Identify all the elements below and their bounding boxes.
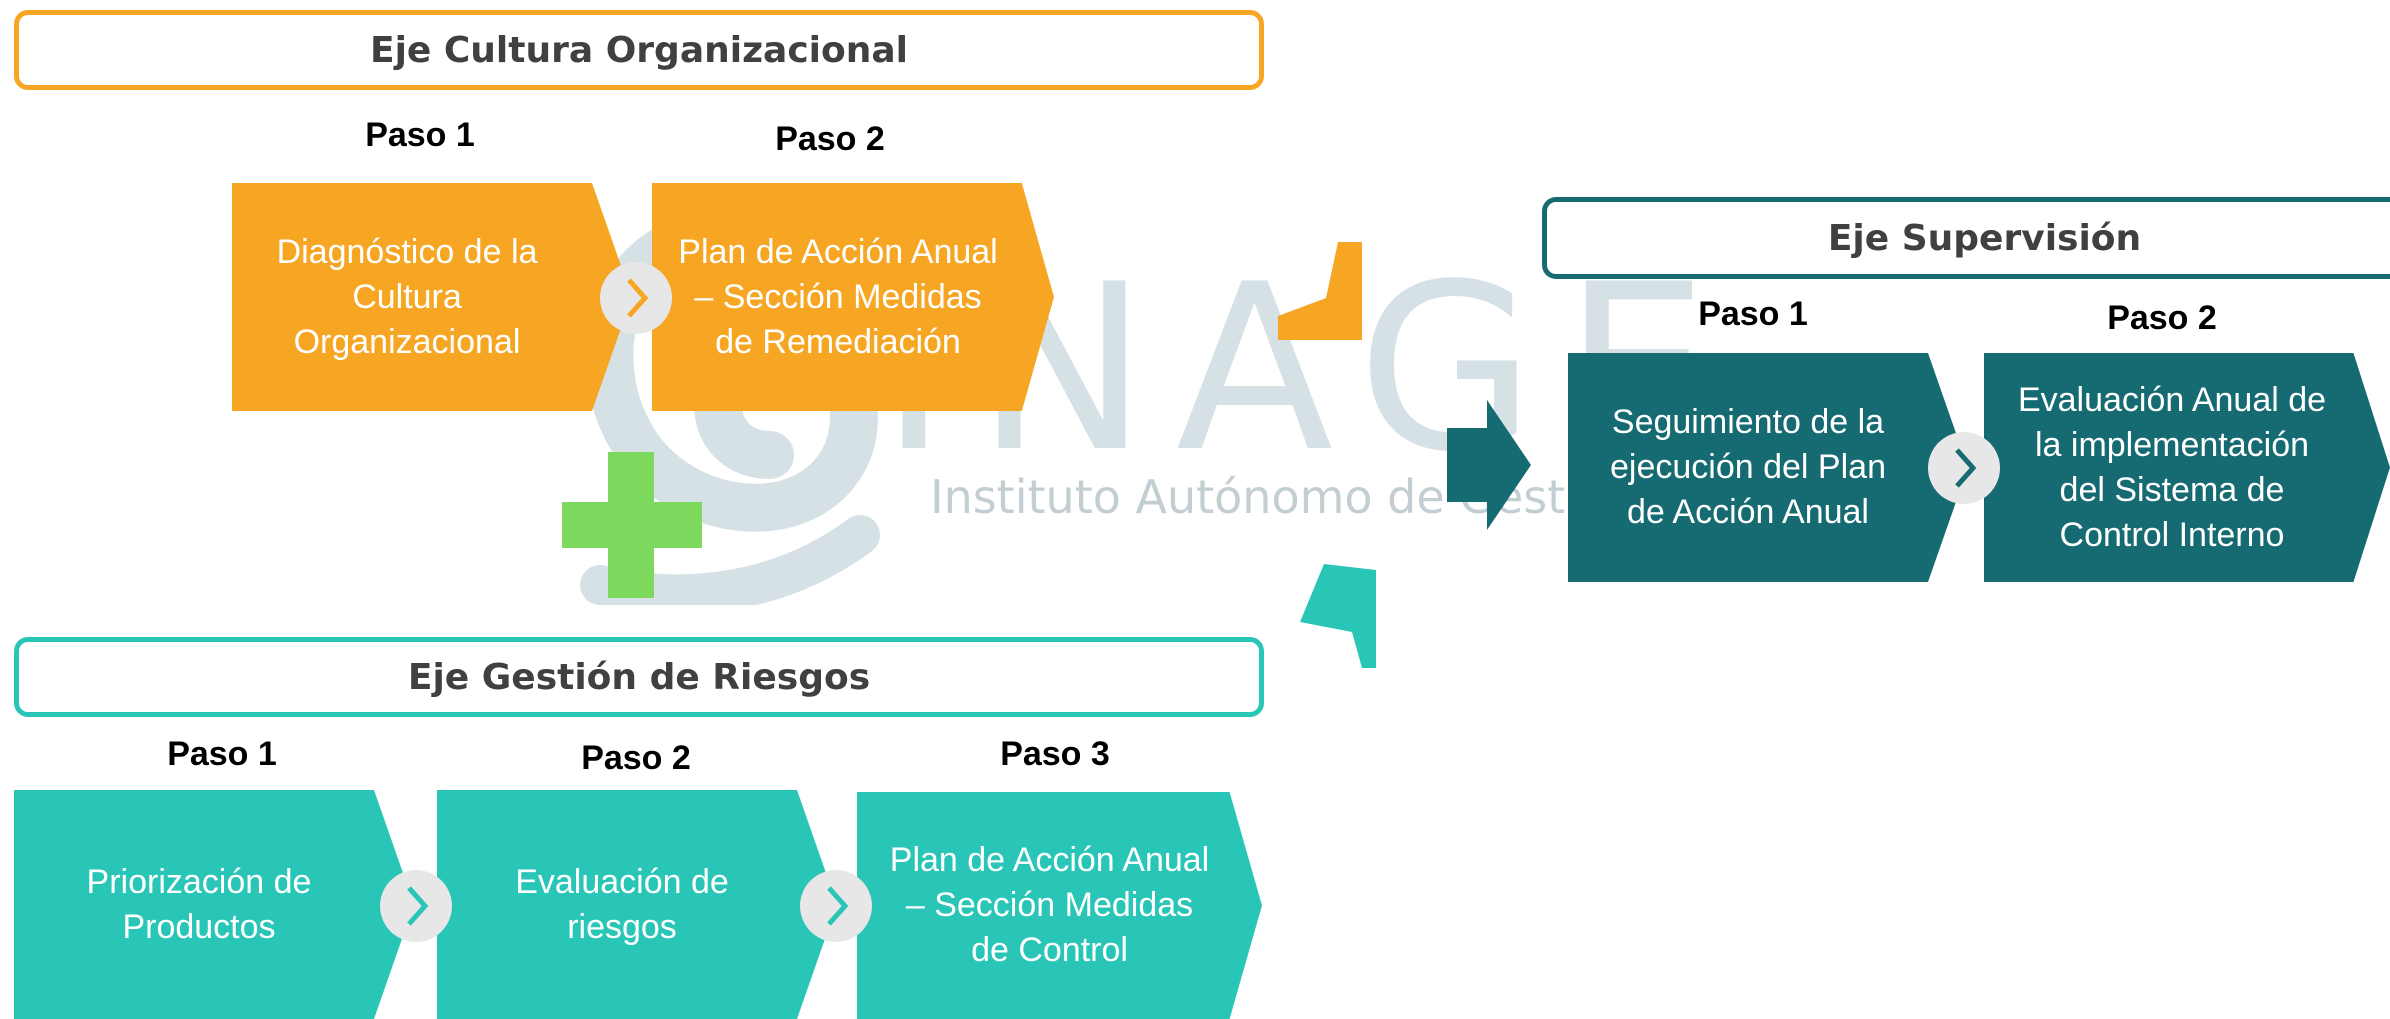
cultura-step-2-line: – Sección Medidas <box>694 277 982 316</box>
arrow-teal-icon <box>1300 564 1376 668</box>
axis-cultura-title: Eje Cultura Organizacional <box>14 10 1264 90</box>
supervision-step-1-label: Paso 1 <box>1698 295 1808 333</box>
arrow-dark-teal-icon <box>1447 400 1531 530</box>
cultura-step-1-line: Diagnóstico de la <box>276 232 538 271</box>
supervision-step-1-line: de Acción Anual <box>1627 493 1869 531</box>
cultura-step-1-chevron: Diagnóstico de la Cultura Organizacional <box>232 183 632 411</box>
cultura-step-2-chevron: Plan de Acción Anual – Sección Medidas d… <box>652 183 1054 411</box>
supervision-step-2-chevron: Evaluación Anual de la implementación de… <box>1984 353 2390 582</box>
supervision-step-1-line: Seguimiento de la <box>1611 403 1885 441</box>
axis-cultura-label: Eje Cultura Organizacional <box>370 29 908 71</box>
riesgos-step-1-line: Productos <box>122 907 276 946</box>
cultura-next-icon <box>600 262 672 334</box>
riesgos-step-1-label: Paso 1 <box>167 735 277 773</box>
supervision-next-icon <box>1928 432 2000 504</box>
arrow-orange-icon <box>1278 242 1362 340</box>
riesgos-step-3-chevron: Plan de Acción Anual – Sección Medidas d… <box>857 792 1262 1019</box>
axis-riesgos-title: Eje Gestión de Riesgos <box>14 637 1264 717</box>
riesgos-next-icon-1 <box>380 870 452 942</box>
plus-icon <box>562 452 702 598</box>
riesgos-step-2-line: riesgos <box>567 907 677 946</box>
riesgos-step-2-label: Paso 2 <box>581 739 691 777</box>
cultura-step-1-label: Paso 1 <box>365 116 475 154</box>
riesgos-step-2-line: Evaluación de <box>515 862 729 901</box>
riesgos-step-1-chevron: Priorización de Productos <box>14 790 414 1019</box>
supervision-step-2-line: la implementación <box>2034 425 2310 464</box>
axis-supervision-label: Eje Supervisión <box>1827 217 2142 259</box>
riesgos-step-1-line: Priorización de <box>86 862 312 901</box>
supervision-step-1-chevron: Seguimiento de la ejecución del Plan de … <box>1568 353 1968 582</box>
supervision-step-2-line: del Sistema de <box>2059 470 2285 509</box>
riesgos-step-3-line: Plan de Acción Anual <box>889 841 1210 879</box>
riesgos-step-3-line: de Control <box>971 931 1128 969</box>
supervision-step-2-line: Evaluación Anual de <box>2017 380 2327 419</box>
cultura-step-2-line: de Remediación <box>715 322 961 361</box>
riesgos-step-2-chevron: Evaluación de riesgos <box>437 790 837 1019</box>
cultura-step-1-line: Organizacional <box>293 322 521 361</box>
cultura-step-2-label: Paso 2 <box>775 120 885 158</box>
riesgos-next-icon-2 <box>800 870 872 942</box>
riesgos-step-3-label: Paso 3 <box>1000 735 1110 773</box>
riesgos-step-3-line: – Sección Medidas <box>905 886 1194 924</box>
supervision-step-2-label: Paso 2 <box>2107 299 2217 337</box>
supervision-step-2-line: Control Interno <box>2059 515 2285 554</box>
supervision-step-1-line: ejecución del Plan <box>1610 448 1886 486</box>
axis-supervision-title: Eje Supervisión <box>1542 197 2390 279</box>
cultura-step-1-line: Cultura <box>352 277 462 316</box>
cultura-step-2-line: Plan de Acción Anual <box>678 232 998 271</box>
axis-riesgos-label: Eje Gestión de Riesgos <box>407 656 871 698</box>
